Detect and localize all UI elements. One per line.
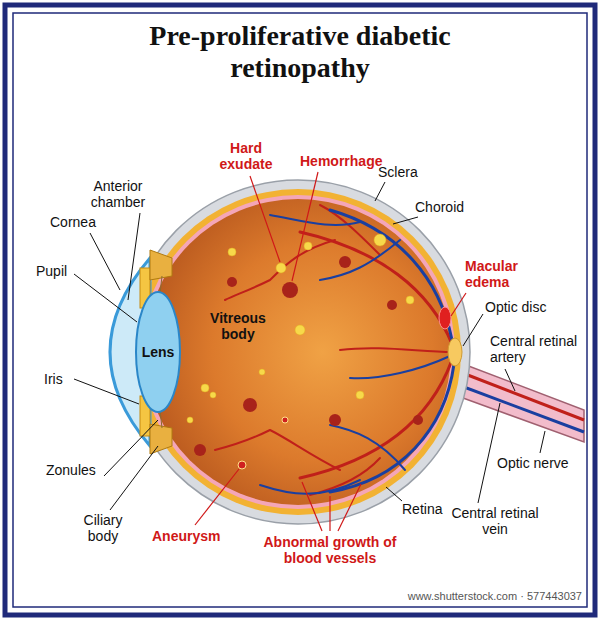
part-label: Pupil — [36, 263, 76, 279]
part-label: Iris — [44, 371, 74, 387]
watermark: www.shutterstock.com · 577443037 — [370, 590, 582, 603]
artery — [215, 430, 340, 470]
leader-line — [292, 172, 318, 281]
hemorrhage — [194, 444, 206, 456]
nerve-vein — [456, 384, 584, 432]
optic-disc — [448, 338, 462, 366]
part-label: Retina — [402, 501, 448, 517]
exudate — [304, 242, 312, 250]
macular-edema — [439, 307, 451, 329]
leader-line — [128, 213, 140, 300]
exudate — [201, 384, 209, 392]
aneurysm — [282, 417, 288, 423]
vein — [260, 480, 360, 494]
leader-line — [393, 217, 418, 224]
part-label: Optic nerve — [497, 455, 583, 471]
leader-line — [329, 496, 330, 531]
leader-line — [302, 482, 322, 531]
part-label: Vitreous body — [200, 310, 276, 342]
vein — [330, 425, 405, 470]
leader-line — [74, 274, 137, 322]
sclera — [126, 180, 470, 524]
leader-line — [338, 484, 361, 531]
exudate — [406, 296, 414, 304]
leader-line — [195, 469, 239, 525]
leader-line — [250, 176, 280, 262]
artery — [225, 240, 335, 300]
part-label: Ciliary body — [72, 512, 134, 544]
part-label: Anterior chamber — [76, 178, 160, 210]
lens — [136, 292, 180, 412]
optic-nerve — [452, 362, 584, 442]
exudate — [228, 248, 236, 256]
leader-line — [540, 431, 545, 453]
frame-outer — [5, 5, 595, 615]
leader-line — [386, 487, 402, 501]
leader-line — [104, 420, 158, 476]
vein — [350, 356, 450, 378]
leader-line — [375, 182, 385, 201]
exudate — [187, 417, 193, 423]
ciliary-body — [150, 250, 172, 280]
retina — [141, 195, 455, 509]
leader-line — [74, 379, 139, 404]
part-label: Central retinal vein — [450, 505, 540, 537]
hemorrhage — [387, 300, 397, 310]
exudate — [295, 325, 305, 335]
leader-line — [110, 446, 158, 510]
choroid — [135, 189, 461, 515]
leader-line — [505, 369, 515, 391]
vein — [320, 240, 400, 280]
leader-line — [463, 314, 483, 346]
vein — [330, 364, 454, 492]
hemorrhage — [329, 414, 341, 426]
hemorrhage — [413, 415, 423, 425]
part-label: Optic disc — [485, 299, 565, 315]
leader-line — [478, 403, 500, 503]
ciliary-body — [150, 424, 172, 454]
aneurysm — [238, 461, 246, 469]
part-label: Choroid — [415, 199, 479, 215]
artery — [340, 348, 452, 352]
part-label: Hemorrhage — [300, 153, 390, 169]
hemorrhage — [282, 282, 298, 298]
artery — [300, 232, 452, 344]
part-label: Lens — [140, 344, 176, 360]
title: Pre-proliferative diabetic retinopathy — [130, 20, 470, 84]
vein — [270, 215, 360, 225]
hemorrhage — [227, 277, 237, 287]
nerve-artery — [460, 372, 584, 420]
hemorrhage — [339, 256, 351, 268]
exudate — [210, 392, 216, 398]
vein — [330, 210, 452, 340]
artery — [320, 205, 380, 255]
part-label: Aneurysm — [152, 528, 232, 544]
exudate — [276, 263, 286, 273]
part-label: Sclera — [378, 164, 438, 180]
part-label: Abnormal growth of blood vessels — [255, 534, 405, 566]
part-label: Central retinal artery — [490, 333, 584, 365]
part-label: Cornea — [50, 214, 110, 230]
exudate — [374, 234, 386, 246]
part-label: Macular edema — [465, 258, 535, 290]
frame-inner — [13, 13, 587, 607]
exudate — [259, 369, 265, 375]
leader-line — [451, 293, 466, 316]
exudate — [356, 391, 364, 399]
part-label: Zonules — [46, 462, 106, 478]
hemorrhage — [243, 398, 257, 412]
leader-line — [90, 233, 120, 290]
part-label: Hard exudate — [215, 140, 277, 172]
